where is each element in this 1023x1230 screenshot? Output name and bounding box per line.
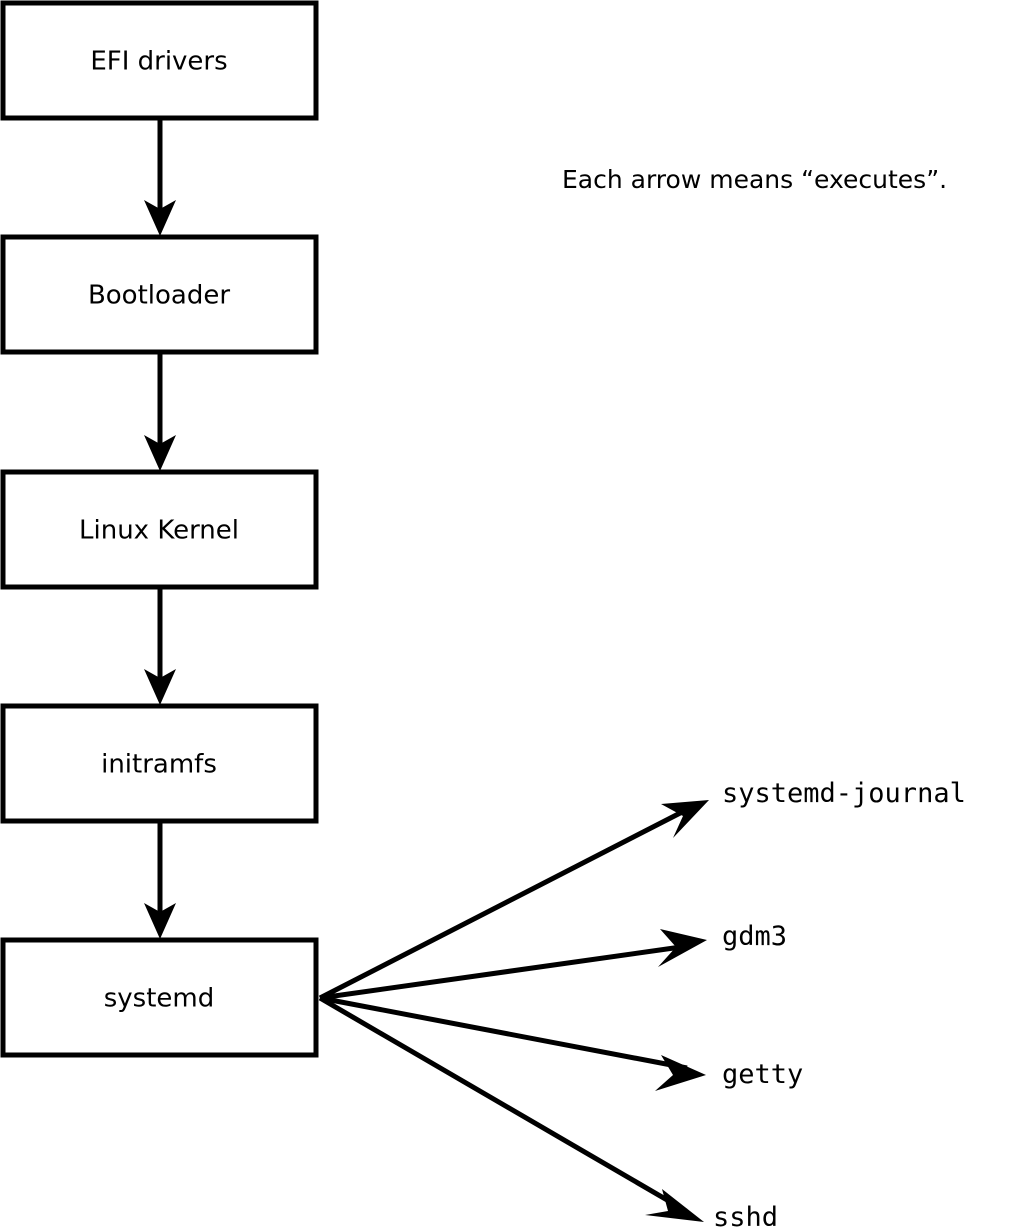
stage-label-systemd: systemd [104,984,215,1014]
stage-label-bootloader: Bootloader [88,281,230,311]
service-label-getty: getty [722,1059,803,1090]
stage-rect-bootloader [0,234,319,355]
arrow-head-getty [655,1055,706,1091]
fan-line-sshd [318,995,688,1214]
stage-rect-initramfs [0,703,319,824]
stage-box-initramfs[interactable]: initramfs [0,703,319,824]
arrow-head-efi-to-bootloader [144,200,176,236]
arrow-head-initramfs-to-systemd [144,903,176,939]
flow-arrow-initramfs-to-systemd [144,822,176,939]
stage-box-bootloader[interactable]: Bootloader [0,234,319,355]
arrow-head-kernel-to-initramfs [144,669,176,705]
service-label-sshd: sshd [713,1202,778,1230]
stage-label-efi-drivers: EFI drivers [90,47,227,77]
fan-line-getty [319,995,688,1071]
arrow-head-sshd [645,1189,704,1222]
stage-box-linux-kernel[interactable]: Linux Kernel [0,469,319,590]
stage-box-systemd[interactable]: systemd [0,937,319,1058]
stage-rect-linux-kernel [0,469,319,590]
fan-arrow-sshd [318,995,704,1222]
stage-rect-efi-drivers [0,0,319,121]
fan-arrow-getty [319,995,706,1091]
arrow-head-systemd-journal [661,800,709,838]
arrow-head-bootloader-to-kernel [144,435,176,471]
service-label-systemd-journal: systemd-journal [722,778,966,809]
stage-label-initramfs: initramfs [101,750,217,780]
flow-arrow-kernel-to-initramfs [144,588,176,705]
stage-rect-systemd [0,937,319,1058]
stage-box-efi-drivers[interactable]: EFI drivers [0,0,319,121]
stage-label-linux-kernel: Linux Kernel [79,516,239,546]
arrow-head-gdm3 [658,929,707,967]
service-label-gdm3: gdm3 [722,921,787,952]
fan-arrow-systemd-journal [318,800,709,1001]
fan-arrow-gdm3 [319,929,707,1001]
flow-arrow-bootloader-to-kernel [144,353,176,471]
fan-line-systemd-journal [318,805,692,1001]
legend-caption: Each arrow means “executes”. [562,165,947,194]
fan-line-gdm3 [319,943,689,1001]
flow-arrow-efi-to-bootloader [144,118,176,236]
